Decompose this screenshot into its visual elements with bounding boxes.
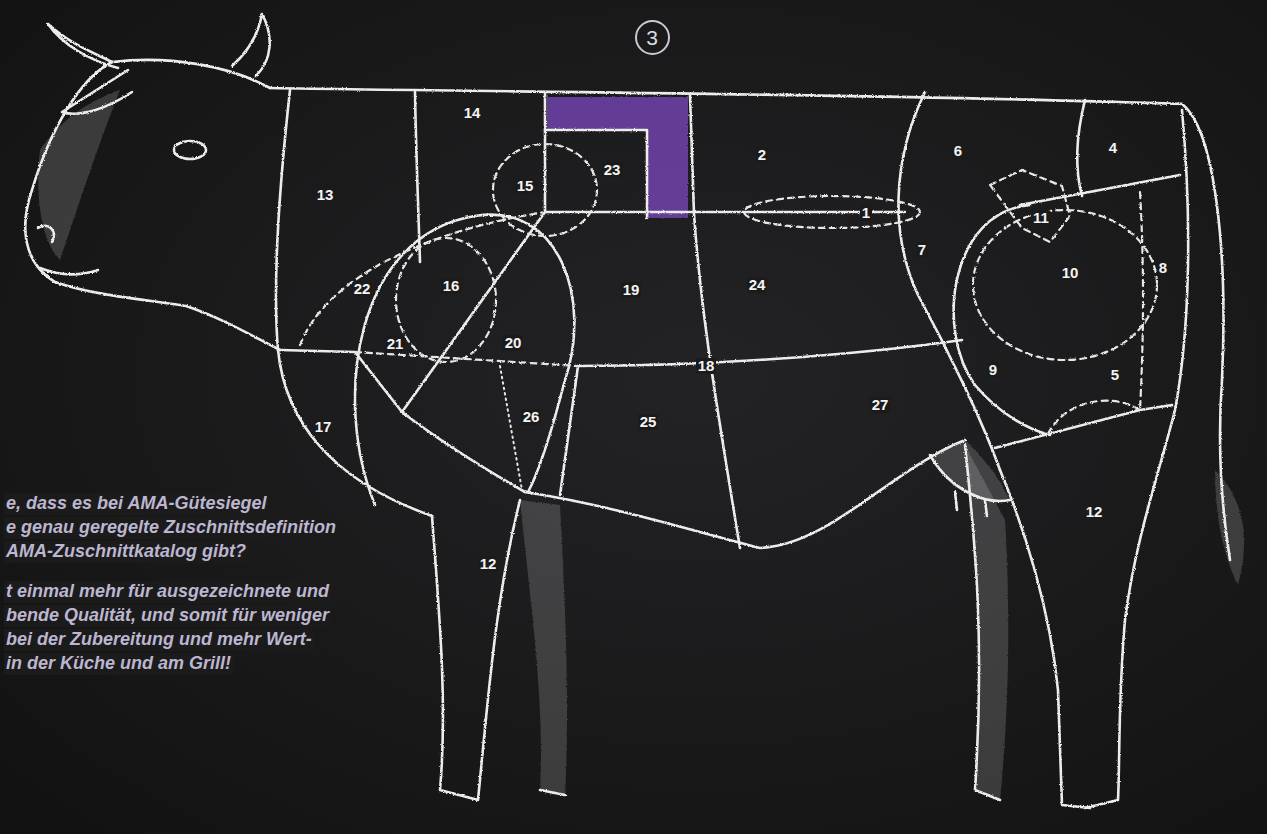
far-front-leg-shade	[520, 500, 567, 795]
note-text: bei der Zubereitung und mehr Wert-	[4, 629, 314, 651]
callout-number: 14	[462, 105, 483, 122]
note-text: t einmal mehr für ausgezeichnete und	[4, 581, 331, 603]
note-text: bende Qualität, und somit für weniger	[4, 605, 331, 627]
callout-number: 26	[521, 409, 542, 426]
cut-line	[690, 95, 740, 548]
cut-line	[560, 366, 578, 495]
cut-line	[954, 205, 1050, 435]
tail	[1182, 104, 1230, 560]
cut-line	[545, 211, 905, 214]
far-front-hoof	[540, 790, 565, 795]
front-leg	[432, 500, 520, 800]
callout-number: 21	[385, 336, 406, 353]
callout-number: 5	[1109, 367, 1121, 384]
horn	[48, 24, 118, 68]
horn	[232, 14, 270, 76]
cut-line	[280, 350, 525, 492]
cut-line	[995, 405, 1172, 448]
callout-number: 18	[696, 358, 717, 375]
callout-number: 7	[916, 242, 928, 259]
callout-number: 13	[315, 187, 336, 204]
callout-number: 4	[1107, 140, 1119, 157]
tail-brush	[1215, 470, 1244, 585]
callout-number: 10	[1060, 265, 1081, 282]
cut-line	[547, 130, 647, 218]
dashed-line	[300, 212, 545, 345]
callout-number: 15	[515, 178, 536, 195]
dashed-line	[1140, 192, 1143, 410]
callout-number: 24	[747, 277, 768, 294]
callout-number: 27	[870, 397, 891, 414]
callout-number: 22	[352, 281, 373, 298]
nostril	[38, 226, 54, 242]
cut-line	[276, 90, 290, 350]
callout-number: 6	[952, 143, 964, 160]
dashed-line	[355, 352, 578, 366]
callout-number: 9	[987, 362, 999, 379]
highlighted-cut	[547, 97, 688, 218]
note-text: e, dass es bei AMA-Gütesiegel	[4, 493, 268, 515]
note-text: in der Küche und am Grill!	[4, 653, 233, 675]
callout-number: 1	[860, 205, 872, 222]
cut-line	[544, 94, 547, 212]
cut-line	[1077, 100, 1085, 196]
head-top	[112, 60, 270, 88]
callout-number: 12	[478, 556, 499, 573]
callout-number: 8	[1157, 260, 1169, 277]
step-number: 3	[646, 27, 658, 48]
callout-number: 19	[621, 282, 642, 299]
dashed-outline	[493, 144, 597, 236]
cow-outline	[25, 14, 1230, 808]
face-shade	[38, 90, 120, 260]
cut-line	[899, 92, 1000, 470]
chalk-shading	[38, 90, 1244, 800]
note-text: AMA-Zuschnittkatalog gibt?	[4, 541, 248, 563]
callout-number: 16	[441, 278, 462, 295]
callout-number: 11	[1031, 210, 1051, 227]
callout-number: 20	[503, 335, 524, 352]
callout-number: 25	[638, 414, 659, 431]
mouth	[40, 268, 98, 274]
note-text: e genau geregelte Zuschnittsdefinition	[4, 517, 338, 539]
back-line	[270, 88, 1182, 104]
callout-number: 2	[756, 147, 768, 164]
ear	[62, 70, 132, 114]
callout-number: 17	[313, 419, 334, 436]
dashed-outline	[744, 196, 920, 228]
step-circle: 3	[635, 20, 670, 55]
dashed-outline	[990, 170, 1070, 242]
dashed-outline	[396, 238, 496, 362]
dashed-outline	[973, 210, 1157, 360]
cut-line	[415, 92, 420, 262]
dashed-line	[1048, 401, 1140, 434]
cut-line	[578, 340, 962, 366]
hind-leg	[1000, 470, 1090, 808]
callout-number: 23	[602, 162, 623, 179]
dashed-cut-lines	[300, 144, 1157, 434]
callout-number: 12	[1084, 504, 1105, 521]
belly-line	[525, 440, 965, 548]
cut-line	[402, 212, 545, 412]
face-outline	[25, 62, 280, 350]
eye	[174, 141, 206, 159]
dotted-line	[500, 366, 522, 490]
